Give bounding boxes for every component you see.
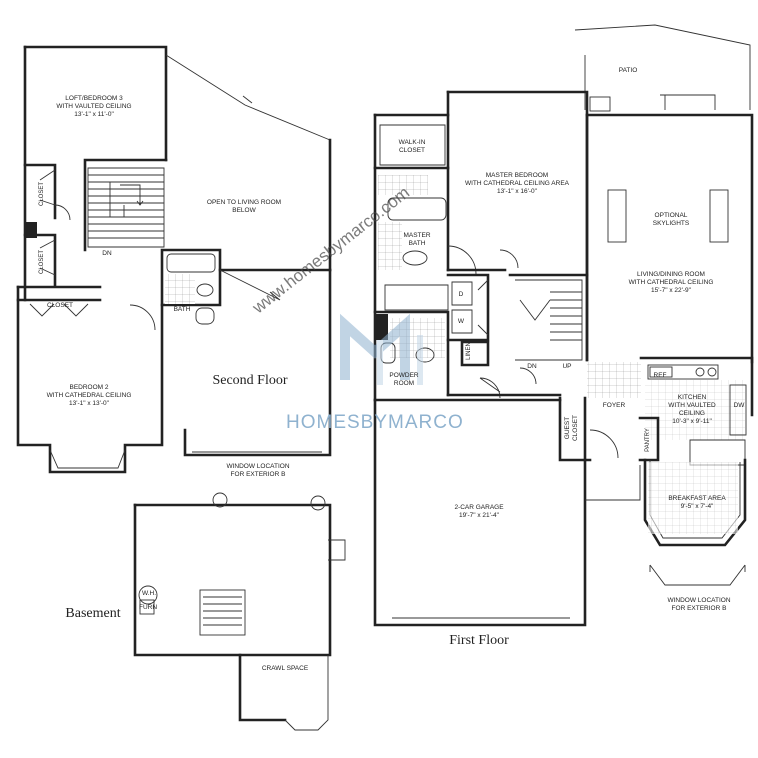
- room-master-bath: MASTER BATH: [403, 232, 430, 248]
- room-dimensions: 19'-7" x 21'-4": [459, 512, 499, 519]
- room-label-line: BATH: [408, 240, 426, 247]
- room-crawl-space: CRAWL SPACE: [261, 665, 309, 672]
- first-floor-title: First Floor: [449, 633, 509, 648]
- room-label-line: KITCHEN: [677, 394, 707, 401]
- washer-label: W: [457, 318, 465, 325]
- room-dimensions: 13'-1" x 13'-0": [69, 400, 109, 407]
- room-2-car-garage: 2-CAR GARAGE 19'-7" x 21'-4": [454, 504, 503, 520]
- room-label-line: SKYLIGHTS: [652, 220, 690, 227]
- room-open-to-living: OPEN TO LIVING ROOM BELOW: [207, 199, 281, 215]
- room-dimensions: 13'-1" x 11'-0": [74, 111, 114, 118]
- room-label-line: OPEN TO LIVING ROOM: [206, 199, 282, 206]
- window-location-first: WINDOW LOCATION FOR EXTERIOR B: [667, 597, 730, 613]
- watermark-brand: HOMESBYMARCO: [286, 412, 464, 433]
- room-label-line: WITH CATHEDRAL CEILING: [46, 392, 132, 399]
- room-label-line: FOR EXTERIOR B: [230, 471, 286, 478]
- stairs-down-first-label: DN: [527, 363, 537, 370]
- room-label-line: CLOSET: [572, 414, 579, 442]
- room-powder: POWDER ROOM: [389, 372, 418, 388]
- room-label-line: MASTER: [403, 232, 431, 239]
- room-dimensions: 9'-5" x 7'-4": [680, 503, 714, 510]
- guest-closet-label: GUEST CLOSET: [564, 415, 580, 441]
- furnace-label: FURN: [138, 604, 158, 611]
- pantry-label: PANTRY: [645, 428, 651, 452]
- room-label-line: WITH VAULTED: [668, 402, 716, 409]
- room-dimensions: 10'-3" x 9'-11": [672, 418, 712, 425]
- room-label-line: BELOW: [232, 207, 256, 214]
- room-label-line: POWDER: [389, 372, 419, 379]
- room-foyer: FOYER: [602, 402, 626, 409]
- basement-title: Basement: [65, 606, 121, 621]
- room-label-line: WALK-IN: [398, 139, 426, 146]
- linen-closet-label: LINEN: [466, 342, 472, 360]
- room-label-line: FOR EXTERIOR B: [671, 605, 727, 612]
- room-label-line: GUEST: [564, 416, 571, 440]
- first-floor-walls: [373, 24, 754, 627]
- stairs-down-second-label: DN: [102, 250, 112, 257]
- room-label-line: WINDOW LOCATION: [226, 463, 290, 470]
- second-floor-title: Second Floor: [212, 373, 288, 388]
- basement-walls: [133, 492, 346, 731]
- room-bath-second: BATH: [173, 306, 191, 313]
- room-label-line: BEDROOM 2: [69, 384, 109, 391]
- room-label-line: CLOSET: [398, 147, 426, 154]
- room-living-dining: LIVING/DINING ROOM WITH CATHEDRAL CEILIN…: [629, 271, 714, 295]
- stairs-up-first-label: UP: [562, 363, 572, 370]
- optional-skylights-label: OPTIONAL SKYLIGHTS: [653, 212, 689, 228]
- room-label-line: LOFT/BEDROOM 3: [65, 95, 123, 102]
- room-label-line: 2-CAR GARAGE: [454, 504, 504, 511]
- closet-upper-label: CLOSET: [39, 181, 45, 207]
- room-dimensions: 15'-7" x 22'-9": [651, 287, 691, 294]
- room-label-line: ROOM: [393, 380, 415, 387]
- closet-bedroom-2-label: CLOSET: [46, 302, 74, 309]
- second-floor-walls: [16, 45, 332, 474]
- dryer-label: D: [458, 291, 464, 298]
- room-label-line: LIVING/DINING ROOM: [637, 271, 705, 278]
- room-label-line: WITH VAULTED CEILING: [56, 103, 132, 110]
- refrigerator-label: REF: [653, 372, 667, 379]
- water-heater-label: W.H.: [141, 590, 157, 597]
- room-label-line: WINDOW LOCATION: [667, 597, 731, 604]
- watermark-logo: [340, 313, 423, 385]
- window-location-second: WINDOW LOCATION FOR EXTERIOR B: [226, 463, 289, 479]
- room-dimensions: 13'-1" x 16'-0": [497, 188, 537, 195]
- room-master-bedroom: MASTER BEDROOM WITH CATHEDRAL CEILING AR…: [465, 172, 569, 196]
- room-bedroom-2: BEDROOM 2 WITH CATHEDRAL CEILING 13'-1" …: [47, 384, 132, 408]
- room-label-line: WITH CATHEDRAL CEILING AREA: [464, 180, 570, 187]
- room-label-line: WITH CATHEDRAL CEILING: [628, 279, 714, 286]
- room-label-line: OPTIONAL: [654, 212, 688, 219]
- patio-label: PATIO: [618, 67, 638, 74]
- dishwasher-label: DW: [733, 402, 745, 409]
- room-loft-bedroom-3: LOFT/BEDROOM 3 WITH VAULTED CEILING 13'-…: [56, 95, 131, 119]
- closet-lower-label: CLOSET: [39, 249, 45, 275]
- room-kitchen: KITCHEN WITH VAULTED CEILING 10'-3" x 9'…: [668, 394, 715, 426]
- room-label-line: MASTER BEDROOM: [485, 172, 549, 179]
- room-walk-in-closet: WALK-IN CLOSET: [399, 139, 426, 155]
- room-label-line: CEILING: [678, 410, 705, 417]
- room-breakfast-area: BREAKFAST AREA 9'-5" x 7'-4": [668, 495, 725, 511]
- room-label-line: BREAKFAST AREA: [668, 495, 726, 502]
